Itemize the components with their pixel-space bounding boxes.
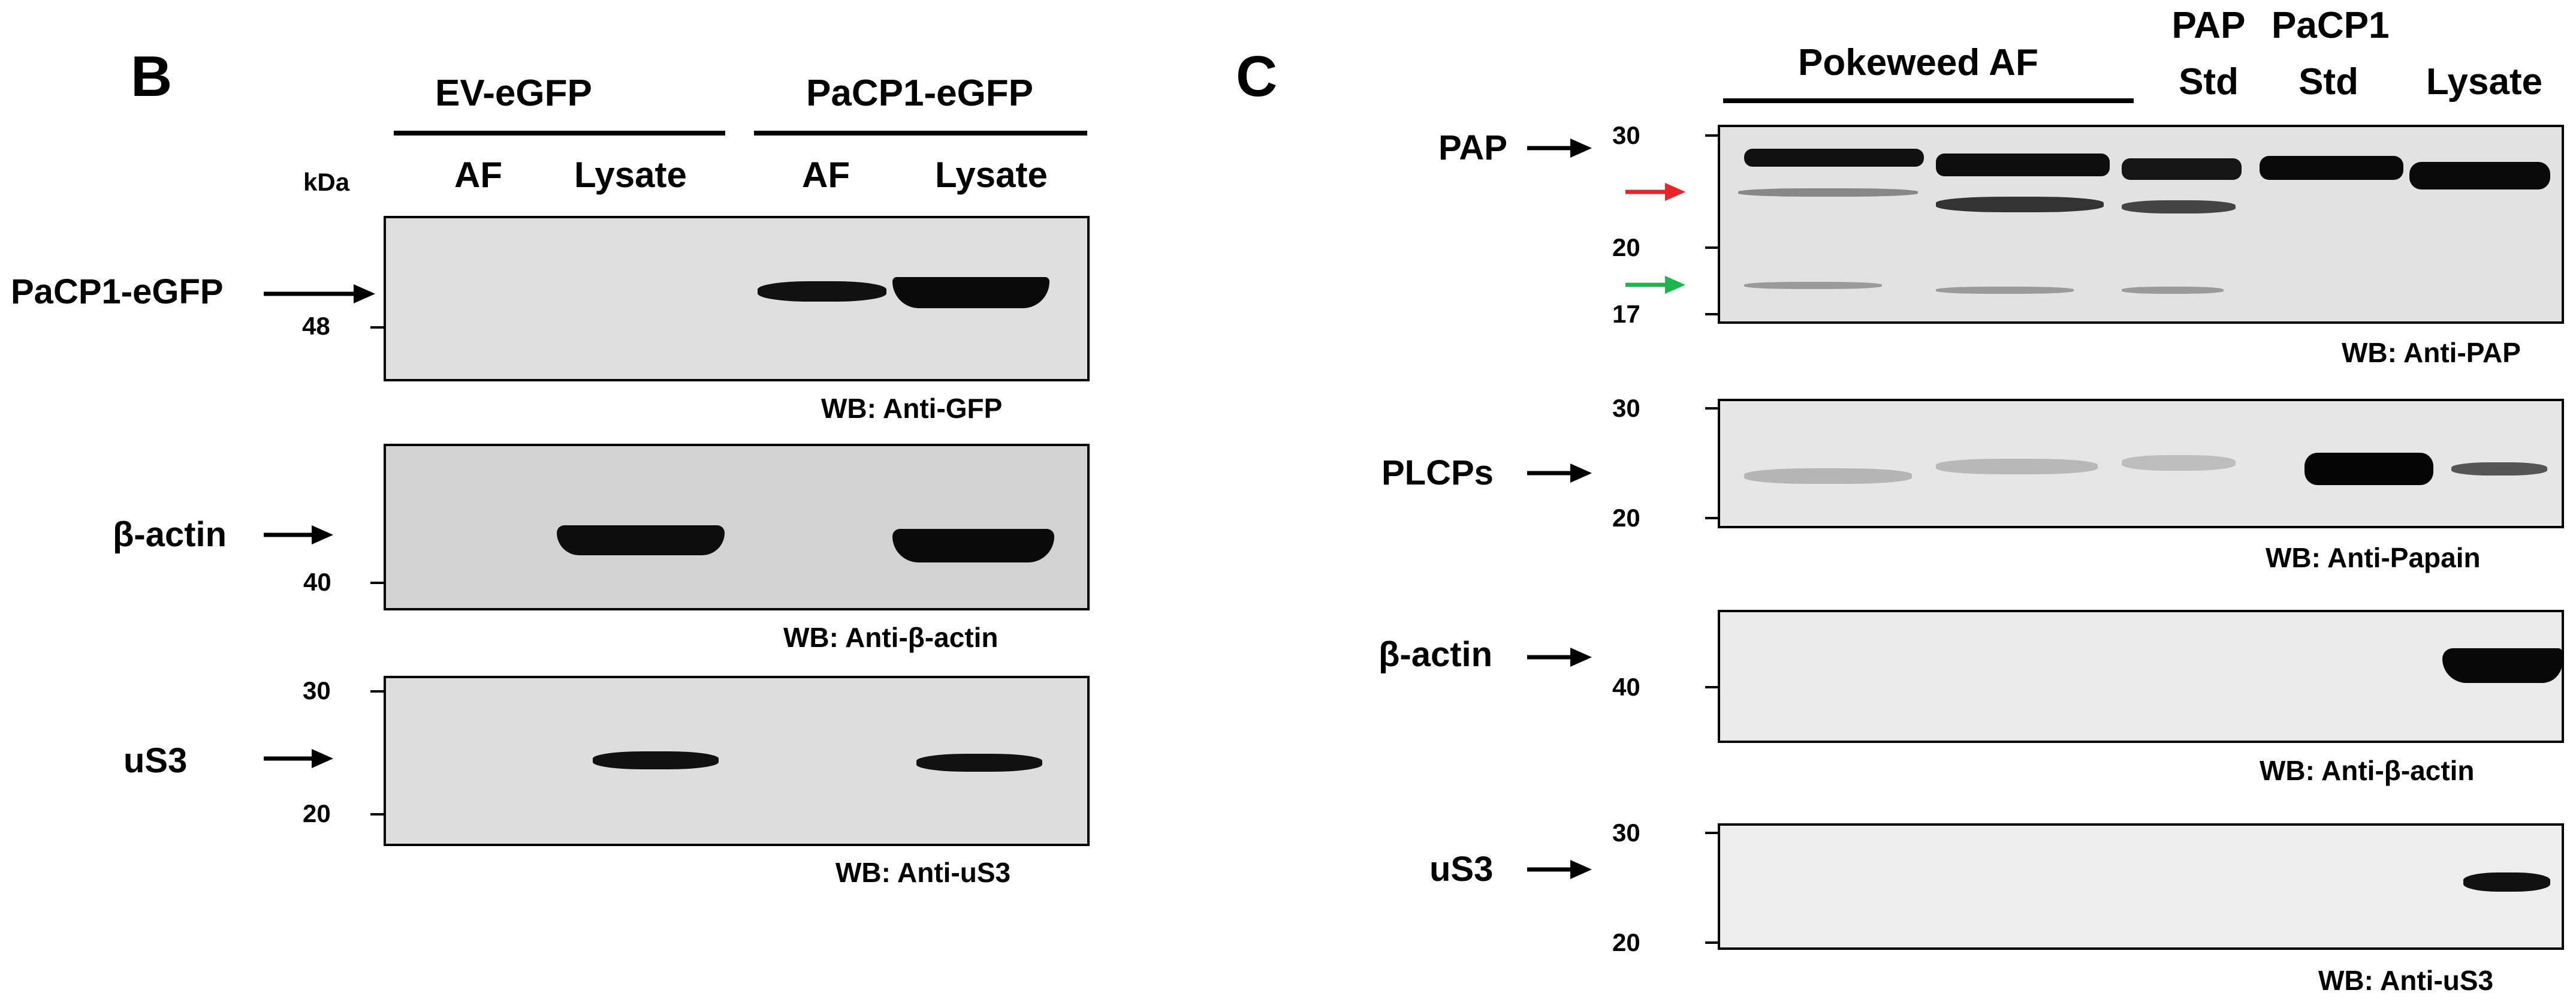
- arrow-beta-actin-b: [264, 525, 333, 544]
- arrow-us3-c: [1527, 860, 1592, 879]
- band: [2304, 453, 2433, 485]
- band: [892, 529, 1054, 562]
- band: [1738, 188, 1918, 197]
- arrow-pap: [1527, 139, 1592, 158]
- blot-c-anti-papain: [1718, 399, 2564, 528]
- protein-label-beta-actin: β-actin: [113, 515, 227, 554]
- band: [2463, 872, 2550, 892]
- mw-marker-20: 20: [1612, 928, 1640, 956]
- mw-tick: [1705, 517, 1718, 519]
- wb-label-anti-us3: WB: Anti-uS3: [835, 857, 1011, 888]
- wb-label-anti-beta-actin: WB: Anti-β-actin: [2260, 755, 2475, 786]
- kda-label: kDa: [303, 168, 350, 196]
- band: [1936, 154, 2110, 176]
- band: [758, 281, 886, 302]
- protein-label-beta-actin: β-actin: [1379, 635, 1493, 674]
- band: [1936, 197, 2104, 212]
- arrow-pacp1-egfp: [264, 284, 375, 303]
- lane-label-pacp1-line1: PaCP1: [2272, 5, 2390, 46]
- mw-marker-30: 30: [1612, 121, 1640, 149]
- wb-label-anti-us3: WB: Anti-uS3: [2318, 965, 2494, 996]
- band: [2122, 287, 2224, 294]
- band: [2260, 156, 2403, 180]
- band: [557, 525, 725, 555]
- mw-marker-30: 30: [303, 676, 331, 705]
- lane-label-lysate: Lysate: [935, 155, 1048, 195]
- band: [2409, 162, 2550, 189]
- blot-b-anti-us3: [384, 676, 1090, 846]
- lane-label-af: AF: [802, 155, 850, 195]
- band: [2442, 648, 2562, 683]
- panel-c-letter: C: [1236, 44, 1278, 109]
- band: [2451, 462, 2547, 476]
- group-bar-ev-egfp: [394, 131, 725, 136]
- protein-label-us3: uS3: [1429, 850, 1494, 889]
- mw-marker-30: 30: [1612, 819, 1640, 847]
- wb-label-anti-beta-actin: WB: Anti-β-actin: [783, 622, 999, 653]
- mw-marker-20: 20: [1612, 233, 1640, 261]
- mw-tick: [1705, 134, 1718, 137]
- arrow-plcps: [1527, 464, 1592, 483]
- blot-b-anti-gfp: [384, 216, 1090, 381]
- lane-label-pacp1-line2: Std: [2299, 61, 2358, 103]
- band: [2122, 200, 2236, 213]
- lane-label-af: AF: [454, 155, 502, 195]
- band: [1744, 149, 1924, 167]
- mw-tick: [1705, 407, 1718, 410]
- panel-b-letter: B: [131, 44, 173, 109]
- mw-tick: [370, 326, 384, 329]
- lane-label-pap-line1: PAP: [2171, 5, 2246, 46]
- mw-marker-20: 20: [303, 799, 331, 828]
- protein-label-us3: uS3: [123, 741, 188, 780]
- mw-tick: [1705, 246, 1718, 249]
- blot-c-anti-beta-actin: [1718, 610, 2564, 743]
- arrow-red: [1625, 183, 1685, 201]
- wb-label-anti-pap: WB: Anti-PAP: [2342, 337, 2521, 368]
- group-label-pokeweed-af: Pokeweed AF: [1798, 42, 2038, 83]
- lane-label-lysate: Lysate: [574, 155, 687, 195]
- band: [2122, 455, 2236, 471]
- mw-marker-17: 17: [1612, 300, 1640, 328]
- mw-tick: [370, 690, 384, 693]
- mw-tick: [1705, 832, 1718, 834]
- group-bar-pokeweed-af: [1723, 98, 2134, 103]
- arrow-beta-actin-c: [1527, 648, 1592, 667]
- mw-tick: [1705, 941, 1718, 944]
- band: [2122, 158, 2242, 180]
- mw-marker-40: 40: [303, 568, 331, 596]
- band: [1936, 287, 2074, 294]
- arrow-green: [1625, 276, 1685, 294]
- blot-c-anti-us3: [1718, 823, 2564, 950]
- wb-label-anti-gfp: WB: Anti-GFP: [821, 393, 1003, 424]
- protein-label-pap: PAP: [1438, 128, 1507, 167]
- wb-label-anti-papain: WB: Anti-Papain: [2266, 542, 2481, 573]
- protein-label-plcps: PLCPs: [1381, 453, 1494, 492]
- mw-tick: [370, 813, 384, 816]
- mw-marker-30: 30: [1612, 394, 1640, 422]
- mw-tick: [370, 582, 384, 584]
- group-bar-pacp1-egfp: [754, 131, 1087, 136]
- group-label-pacp1-egfp: PaCP1-eGFP: [806, 73, 1034, 114]
- group-label-ev-egfp: EV-eGFP: [435, 73, 592, 114]
- blot-b-anti-beta-actin: [384, 444, 1090, 610]
- protein-label-pacp1-egfp: PaCP1-eGFP: [11, 272, 224, 311]
- band: [1744, 468, 1912, 484]
- band: [916, 754, 1042, 772]
- mw-marker-20: 20: [1612, 504, 1640, 532]
- mw-tick: [1705, 686, 1718, 688]
- band: [1744, 282, 1882, 289]
- lane-label-lysate: Lysate: [2426, 61, 2543, 103]
- band: [892, 277, 1049, 308]
- mw-marker-40: 40: [1612, 673, 1640, 701]
- mw-tick: [1705, 313, 1718, 315]
- blot-c-anti-pap: [1718, 125, 2564, 324]
- arrow-us3-b: [264, 749, 333, 768]
- band: [593, 751, 719, 769]
- band: [1936, 459, 2098, 474]
- lane-label-pap-line2: Std: [2179, 61, 2239, 103]
- mw-marker-48: 48: [302, 312, 330, 340]
